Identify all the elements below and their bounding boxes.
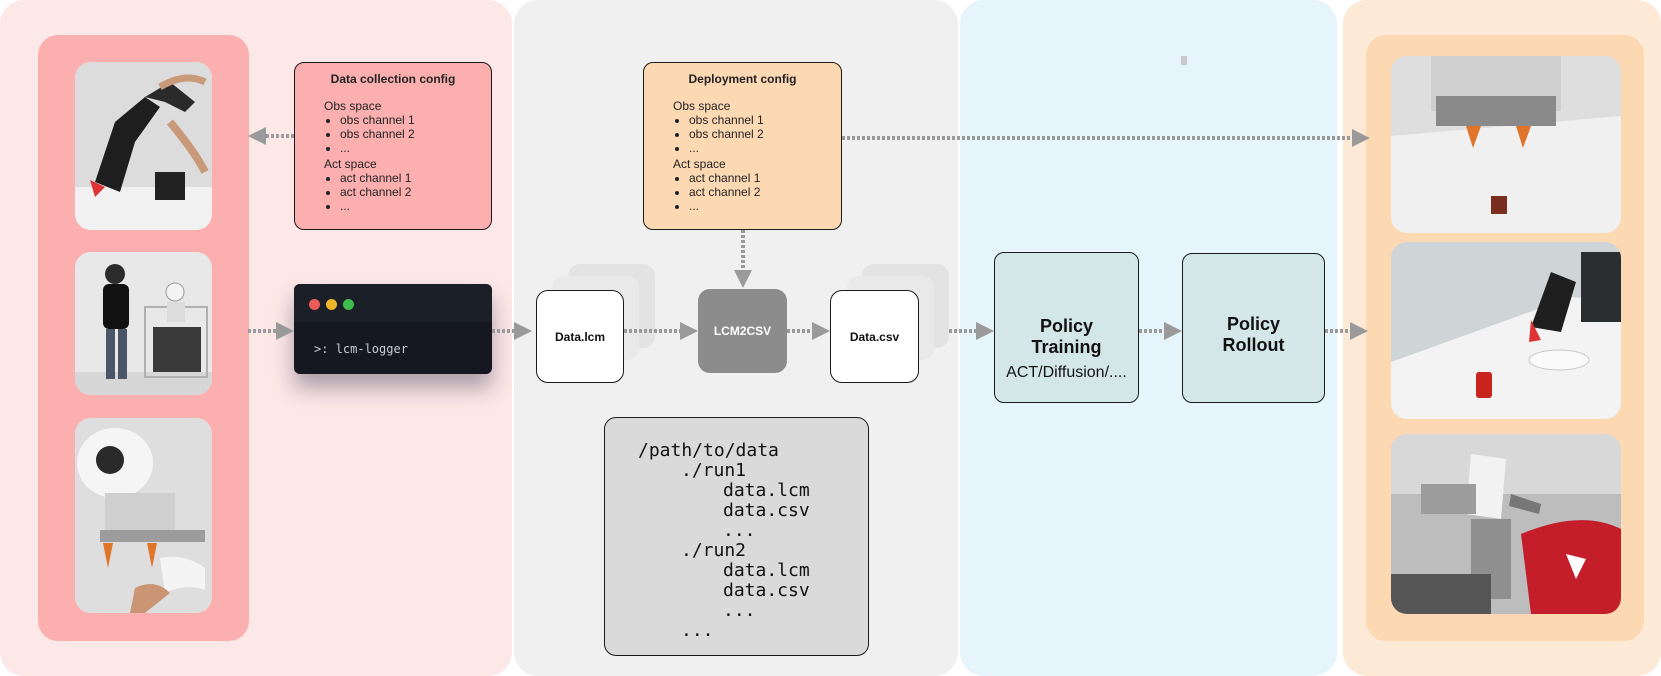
- policy-training-methods: ACT/Diffusion/....: [1006, 364, 1127, 381]
- lcm2csv-converter: LCM2CSV: [698, 289, 787, 373]
- directory-line: /path/to/data: [638, 440, 779, 461]
- arrowhead-left: [248, 127, 266, 145]
- list-item: act channel 1: [689, 171, 841, 185]
- list-item: act channel 2: [340, 185, 491, 199]
- act-space-label: Act space: [324, 157, 377, 171]
- list-item: ...: [340, 199, 491, 213]
- humanoid-rollout-photo: [1391, 434, 1621, 614]
- policy-rollout-title-1: Policy: [1226, 314, 1281, 334]
- obs-space-label: Obs space: [673, 99, 731, 113]
- directory-line: ...: [723, 520, 756, 541]
- arrowhead-down: [734, 270, 752, 288]
- minimize-dot-icon: [326, 299, 337, 310]
- policy-training-box: Policy Training ACT/Diffusion/....: [994, 252, 1139, 403]
- directory-line: ./run1: [681, 460, 747, 481]
- policy-rollout-title-2: Rollout: [1222, 335, 1285, 355]
- directory-line: data.csv: [723, 500, 810, 521]
- list-item: ...: [689, 199, 841, 213]
- lcm-logger-terminal: >: lcm-logger: [294, 284, 492, 374]
- config-title: Data collection config: [330, 72, 456, 86]
- arrowhead-right: [276, 322, 294, 340]
- data-csv-file: Data.csv: [830, 290, 919, 383]
- directory-line: data.lcm: [723, 560, 810, 581]
- arm-can-rollout-photo: [1391, 242, 1621, 419]
- arrowhead-right: [680, 322, 698, 340]
- list-item: ...: [689, 141, 841, 155]
- directory-line: ./run2: [681, 540, 747, 561]
- data-directory-listing: /path/to/data ./run1 data.lcm data.csv .…: [604, 417, 869, 656]
- robot-arm-teleoperation-photo: [75, 62, 212, 230]
- policy-training-title-2: Training: [1031, 337, 1102, 357]
- act-space-label: Act space: [673, 157, 726, 171]
- marker: [1181, 56, 1187, 65]
- policy-training-title-1: Policy: [1039, 316, 1094, 336]
- list-item: obs channel 2: [340, 127, 491, 141]
- gripper-rollout-photo: [1391, 56, 1621, 233]
- policy-rollout-box: Policy Rollout: [1182, 253, 1325, 403]
- directory-line: data.csv: [723, 580, 810, 601]
- list-item: obs channel 1: [689, 113, 841, 127]
- list-item: act channel 1: [340, 171, 491, 185]
- arrowhead-right: [1352, 129, 1370, 147]
- obs-space-label: Obs space: [324, 99, 382, 113]
- list-item: obs channel 1: [340, 113, 491, 127]
- data-lcm-file: Data.lcm: [536, 290, 624, 383]
- config-title: Deployment config: [688, 72, 797, 86]
- maximize-dot-icon: [343, 299, 354, 310]
- gamepad-teleoperation-photo: [75, 418, 212, 613]
- directory-line: ...: [681, 620, 714, 641]
- arrowhead-right: [1164, 322, 1182, 340]
- directory-line: data.lcm: [723, 480, 810, 501]
- list-item: obs channel 2: [689, 127, 841, 141]
- arrowhead-right: [812, 322, 830, 340]
- arrowhead-right: [976, 322, 994, 340]
- data-collection-config: Data collection config Obs space obs cha…: [294, 62, 492, 230]
- deployment-config: Deployment config Obs space obs channel …: [643, 62, 842, 230]
- arrowhead-right: [1350, 322, 1368, 340]
- list-item: act channel 2: [689, 185, 841, 199]
- close-dot-icon: [309, 299, 320, 310]
- list-item: ...: [340, 141, 491, 155]
- vr-teleoperation-photo: [75, 252, 212, 395]
- directory-line: ...: [723, 600, 756, 621]
- terminal-command: >: lcm-logger: [314, 342, 408, 356]
- arrowhead-right: [514, 322, 532, 340]
